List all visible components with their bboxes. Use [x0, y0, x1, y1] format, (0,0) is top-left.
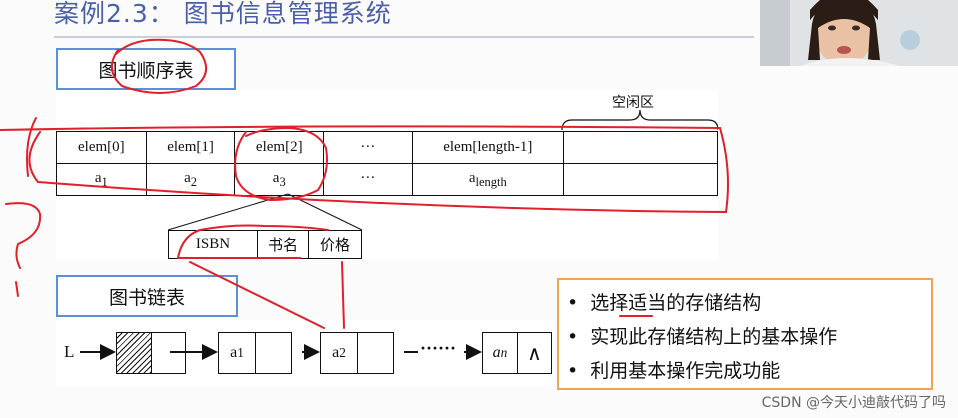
- list-item: • 实现此存储结构上的基本操作: [567, 326, 838, 348]
- field-title: 书名: [257, 230, 309, 259]
- table-cell: alength: [411, 163, 565, 196]
- presenter-webcam: [760, 0, 958, 66]
- field-isbn: ISBN: [168, 230, 258, 259]
- pointer-field: [255, 333, 291, 373]
- idle-cell: [563, 131, 718, 164]
- head-node-hatched: [117, 333, 151, 373]
- title-divider: [54, 36, 754, 38]
- field-price: 价格: [308, 230, 362, 259]
- head-pointer-label: L: [64, 342, 75, 361]
- list-item: • 选择适当的存储结构: [567, 292, 762, 314]
- book-record: ISBN 书名 价格: [168, 230, 362, 259]
- sequence-table: elem[0] elem[1] elem[2] ··· elem[length-…: [56, 131, 718, 196]
- goals-box: • 选择适当的存储结构 • 实现此存储结构上的基本操作 • 利用基本操作完成功能: [557, 278, 933, 390]
- table-row-values: a1 a2 a3 ··· alength: [56, 163, 718, 196]
- table-cell: ···: [323, 163, 413, 196]
- section-sequence-title: 图书顺序表: [56, 48, 236, 90]
- table-cell: a3: [234, 163, 325, 196]
- table-cell: elem[length-1]: [411, 131, 565, 164]
- table-cell: a2: [145, 163, 236, 196]
- idle-area-label: 空闲区: [612, 95, 654, 111]
- slide-title: 案例2.3： 图书信息管理系统: [54, 0, 392, 28]
- table-cell: elem[0]: [56, 131, 147, 164]
- table-row-index: elem[0] elem[1] elem[2] ··· elem[length-…: [56, 131, 718, 164]
- list-item: • 利用基本操作完成功能: [567, 360, 781, 382]
- head-node: [116, 332, 186, 374]
- idle-cell: [563, 163, 718, 196]
- section-linked-title: 图书链表: [56, 275, 238, 317]
- watermark: CSDN @今天小迪敲代码了吗: [761, 395, 946, 411]
- pointer-field: [151, 333, 185, 373]
- table-cell: ···: [323, 131, 413, 164]
- table-cell: elem[2]: [234, 131, 325, 164]
- pointer-field: [357, 333, 393, 373]
- ellipsis: ······: [420, 338, 457, 358]
- null-pointer-icon: ∧: [517, 333, 551, 373]
- table-cell: elem[1]: [145, 131, 236, 164]
- sequence-figure: 空闲区 elem[0] elem[1] elem[2] ··· elem[len…: [56, 90, 718, 260]
- table-cell: a1: [56, 163, 147, 196]
